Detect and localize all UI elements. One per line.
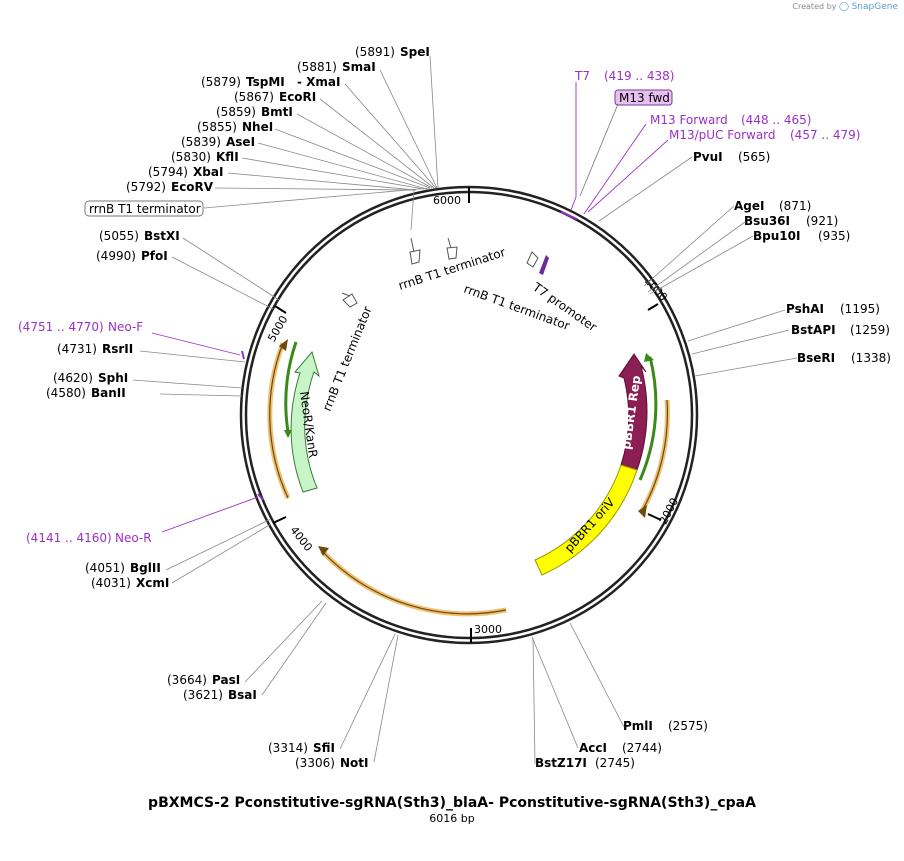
primer-mark-t7 (560, 211, 578, 220)
tick-6000: 6000 (433, 187, 470, 207)
feature-glyphs (341, 237, 539, 308)
tick-4000: 4000 (272, 516, 315, 554)
site-bsai: (3621)BsaI (183, 688, 257, 702)
terminator-icon (409, 237, 421, 265)
orf-arc-bottom-line (321, 550, 507, 615)
site-asei: (5839)AseI (181, 135, 255, 149)
t7-promoter-mark (539, 255, 549, 275)
terminator-icon (341, 292, 358, 308)
primer-neo-r: (4141 .. 4160)Neo-R (26, 531, 152, 545)
site-smai: (5881)SmaI (297, 60, 376, 74)
site-bstz17i: BstZ17I(2745) (535, 756, 635, 770)
site-xbai: (5794)XbaI (148, 165, 223, 179)
green-arc-right (638, 356, 658, 481)
site-noti: (3306)NotI (295, 756, 369, 770)
green-arc-left (284, 341, 298, 433)
site-bpu10i: Bpu10I(935) (753, 229, 850, 243)
svg-text:3000: 3000 (474, 623, 502, 636)
orf-right-arrowhead (638, 505, 647, 518)
site-pshai: PshAI(1195) (786, 302, 880, 316)
svg-text:6000: 6000 (433, 194, 461, 207)
pbbr1-oriv-box[interactable] (534, 464, 638, 576)
green-right-arrowhead (644, 353, 654, 362)
site-leaders (132, 55, 798, 765)
site-kfli: (5830)KflI (171, 150, 239, 164)
site-pasi: (3664)PasI (167, 673, 240, 687)
credit-prefix: Created by (792, 2, 837, 11)
credit-brand: SnapGene (851, 2, 898, 12)
snapgene-credit: Created by ◯ SnapGene (792, 2, 898, 12)
site-bglii: (4051)BglII (85, 561, 161, 575)
site-bstapi: BstAPI(1259) (791, 323, 890, 337)
m13-fwd-box[interactable] (614, 89, 673, 106)
site-banii: (4580)BanII (46, 386, 126, 400)
site-spei: (5891)SpeI (355, 45, 430, 59)
snapgene-logo-icon: ◯ (838, 2, 850, 12)
tick-3000: 3000 (470, 623, 502, 643)
site-sphi: (4620)SphI (53, 371, 128, 385)
site-pfoi: (4990)PfoI (96, 249, 168, 263)
primer-neo-f: (4751 .. 4770)Neo-F (18, 320, 143, 334)
primer-mark-neo-r (257, 493, 264, 501)
primer-m13-fwd: M13 fwd (619, 91, 670, 105)
primer-m13-puc-forward: M13/pUC Forward(457 .. 479) (669, 128, 860, 142)
tick-5000: 5000 (265, 305, 291, 344)
primer-t7: T7(419 .. 438) (574, 69, 674, 83)
site-ecorv: (5792)EcoRV (126, 180, 214, 194)
orf-arc-right-line (641, 399, 669, 512)
plasmid-size: 6016 bp (429, 812, 475, 825)
rrnb-terminator-label-3: rrnB T1 terminator (320, 304, 375, 413)
orf-bottom-arrowhead (318, 546, 329, 556)
tick-2000: 2000 (647, 496, 681, 527)
site-rsrii: (4731)RsrII (57, 342, 133, 356)
svg-text:2000: 2000 (657, 496, 681, 527)
plasmid-title: pBXMCS-2 Pconstitutive-sgRNA(Sth3)_blaA-… (148, 795, 756, 811)
site-ecori: (5867)EcoRI (234, 90, 316, 104)
orf-arc-left-line (269, 342, 289, 499)
pbbr1-oriv-label: pBBR1 oriV (562, 495, 618, 555)
site-xcmi: (4031)XcmI (91, 576, 169, 590)
site-acci: AccI(2744) (579, 741, 662, 755)
site-pvui: PvuI(565) (693, 150, 770, 164)
promoter-icon (526, 251, 539, 268)
orf-left-arrowhead (279, 339, 288, 351)
neor-kanr-arrow[interactable] (290, 350, 320, 493)
site-bseri: BseRI(1338) (797, 351, 891, 365)
site-bstxi: (5055)BstXI (99, 229, 180, 243)
site-tspmi-xmai: (5879)TspMI- XmaI (201, 75, 340, 89)
primer-m13-forward: M13 Forward(448 .. 465) (650, 113, 811, 127)
site-agei: AgeI(871) (734, 199, 811, 213)
site-sfii: (3314)SfiI (268, 741, 335, 755)
rrnb-box (84, 200, 204, 217)
site-bmti: (5859)BmtI (216, 105, 293, 119)
terminator-icon (446, 237, 458, 260)
site-pmli: PmlI(2575) (623, 719, 708, 733)
primer-mark-neo-f (241, 350, 245, 360)
site-bsu36i: Bsu36I(921) (744, 214, 838, 228)
green-left-arrowhead (284, 430, 292, 438)
rrnb-terminator-label-4: rrnB T1 terminator (89, 202, 201, 216)
site-nhei: (5855)NheI (197, 120, 273, 134)
